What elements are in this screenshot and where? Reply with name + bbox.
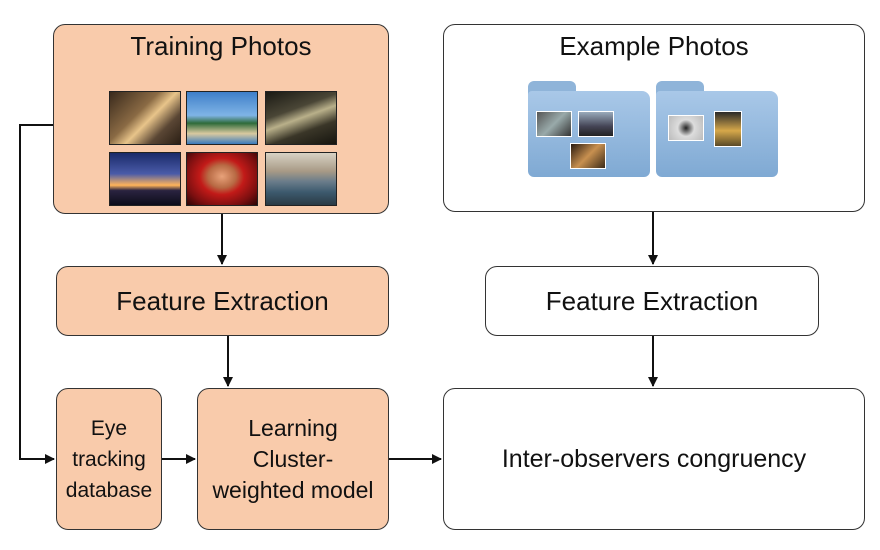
training-photos-box: Training Photos — [53, 24, 389, 214]
arrow-training-to-eye — [19, 124, 55, 464]
example-photos-box: Example Photos — [443, 24, 865, 212]
inter-observers-congruency: Inter-observers congruency — [443, 388, 865, 530]
folder-icon — [528, 81, 650, 177]
photo-thumbnail-beach-palms — [186, 91, 258, 145]
photo-thumbnail-waterfront — [265, 152, 337, 206]
feature-extraction-right: Feature Extraction — [485, 266, 819, 336]
learning-cluster-weighted-model-label: Learning Cluster-weighted model — [212, 414, 374, 503]
eye-tracking-database: Eye tracking database — [56, 388, 162, 530]
photo-thumbnail-sunset — [109, 152, 181, 206]
inter-observers-congruency-label: Inter-observers congruency — [501, 444, 807, 473]
photo-thumbnail-folder-d — [668, 115, 704, 141]
example-photos-title: Example Photos — [559, 31, 749, 61]
photo-thumbnail-folder-a — [536, 111, 572, 137]
photo-thumbnail-folder-c — [570, 143, 606, 169]
feature-extraction-left-label: Feature Extraction — [116, 285, 329, 316]
feature-extraction-left: Feature Extraction — [56, 266, 389, 336]
learning-cluster-weighted-model: Learning Cluster-weighted model — [197, 388, 389, 530]
feature-extraction-right-label: Feature Extraction — [545, 285, 759, 316]
training-photos-title: Training Photos — [130, 31, 312, 61]
photo-thumbnail-folder-b — [578, 111, 614, 137]
photo-thumbnail-portrait — [186, 152, 258, 206]
photo-thumbnail-forest — [265, 91, 337, 145]
photo-thumbnail-folder-e — [714, 111, 742, 147]
photo-thumbnail-living-room — [109, 91, 181, 145]
eye-tracking-database-label: Eye tracking database — [65, 416, 153, 502]
folder-icon — [656, 81, 778, 177]
